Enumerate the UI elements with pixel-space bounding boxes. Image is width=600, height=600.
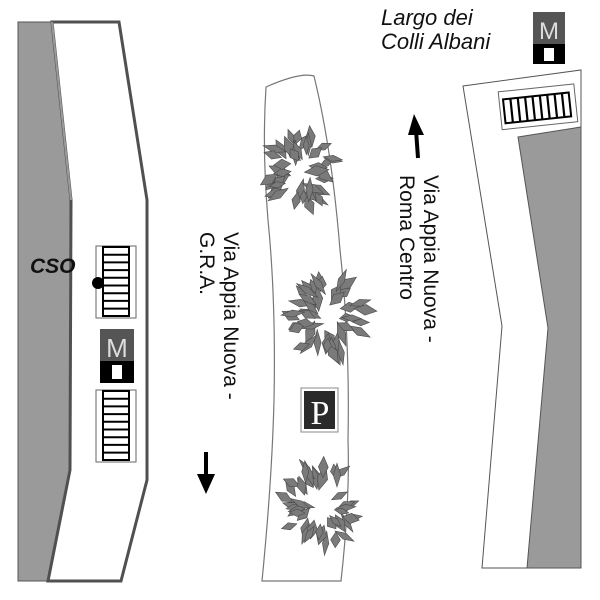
northbound-line-2: Roma Centro	[395, 175, 418, 300]
tree-icon	[274, 455, 364, 557]
largo-line-1: Largo dei	[381, 5, 473, 30]
southbound-line-1: Via Appia Nuova -	[219, 232, 242, 400]
tree-icon	[279, 268, 378, 367]
northbound-label: Via Appia Nuova - Roma Centro	[394, 175, 442, 343]
right-building-block	[517, 126, 582, 569]
stop-dot-icon	[92, 277, 104, 289]
metro-icon: M	[533, 12, 565, 64]
arrow-up-icon	[408, 114, 424, 159]
northbound-line-1: Via Appia Nuova -	[419, 175, 442, 343]
southbound-label: Via Appia Nuova - G.R.A.	[194, 232, 242, 400]
tree-group	[259, 124, 378, 557]
svg-text:M: M	[106, 333, 128, 363]
crosswalk-icon	[497, 83, 579, 131]
svg-text:P: P	[311, 395, 330, 432]
arrow-down-icon	[197, 452, 215, 494]
cso-label: CSO	[30, 255, 76, 278]
metro-icon: M	[100, 329, 134, 383]
southbound-line-2: G.R.A.	[195, 232, 218, 296]
parking-icon: P	[300, 387, 339, 433]
crosswalk-icon	[95, 389, 137, 463]
svg-text:M: M	[539, 18, 559, 45]
largo-label: Largo dei Colli Albani	[381, 6, 490, 54]
tree-icon	[259, 124, 344, 216]
largo-line-2: Colli Albani	[381, 29, 491, 54]
